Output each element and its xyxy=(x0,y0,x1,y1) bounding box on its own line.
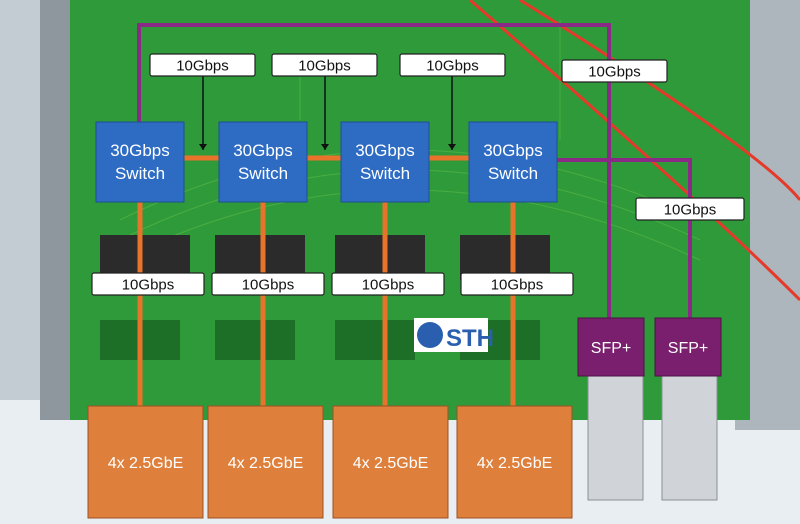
top-link-label-2-bg xyxy=(399,53,506,77)
top-link-label-0-bg xyxy=(149,53,256,77)
bottom-link-label-2-text: 10Gbps xyxy=(362,277,415,294)
labels-layer: 10Gbps 10Gbps 10Gbps 10Gbps 10Gbps 10Gbps 10Gb… xyxy=(91,53,745,296)
switch-box-1 xyxy=(218,121,308,203)
sfp-cages xyxy=(587,369,718,501)
top-link-label-3-text: 10Gbps xyxy=(588,64,641,81)
bottom-link-label-2-bg xyxy=(331,272,445,296)
port-label-2: 4x 2.5GbE xyxy=(353,455,429,472)
side-link-label-text: 10Gbps xyxy=(664,202,717,219)
switch-label-line2-1: Switch xyxy=(238,164,288,183)
bottom-link-label-0-bg xyxy=(91,272,205,296)
switch-label-line2-0: Switch xyxy=(115,164,165,183)
arrow-head-0 xyxy=(199,144,207,150)
link-uplink-sfp-1 xyxy=(557,158,692,318)
port-label-1: 4x 2.5GbE xyxy=(228,455,304,472)
top-link-label-0-text: 10Gbps xyxy=(176,58,229,75)
switch-label-line1-2: 30Gbps xyxy=(355,141,415,160)
port-box-3 xyxy=(456,405,573,519)
top-link-label-1-bg xyxy=(271,53,378,77)
switch-label-line1-3: 30Gbps xyxy=(483,141,543,160)
bottom-link-label-3-bg xyxy=(460,272,574,296)
red-cables xyxy=(469,0,800,302)
port-label-3: 4x 2.5GbE xyxy=(477,455,553,472)
port-label-0: 4x 2.5GbE xyxy=(108,455,184,472)
switch-box-0 xyxy=(95,121,185,203)
arrow-head-1 xyxy=(321,144,329,150)
sfp-label-0: SFP+ xyxy=(591,340,631,357)
switch-box-3 xyxy=(468,121,558,203)
bottom-link-label-0-text: 10Gbps xyxy=(122,277,175,294)
top-link-label-2-text: 10Gbps xyxy=(426,58,479,75)
links-layer xyxy=(137,23,692,406)
top-link-label-3-bg xyxy=(561,59,668,83)
switch-label-line2-2: Switch xyxy=(360,164,410,183)
arrow-head-2 xyxy=(448,144,456,150)
switch-box-2 xyxy=(340,121,430,203)
port-box-0 xyxy=(87,405,204,519)
sfp-box-1 xyxy=(654,317,722,377)
bottom-link-label-1-text: 10Gbps xyxy=(242,277,295,294)
sfp-box-0 xyxy=(577,317,645,377)
sfp-label-1: SFP+ xyxy=(668,340,708,357)
switch-label-line1-1: 30Gbps xyxy=(233,141,293,160)
bottom-link-label-1-bg xyxy=(211,272,325,296)
side-link-label-bg xyxy=(635,197,745,221)
logo-icon xyxy=(417,322,443,348)
port-box-1 xyxy=(207,405,324,519)
port-box-2 xyxy=(332,405,449,519)
switch-label-line1-0: 30Gbps xyxy=(110,141,170,160)
logo-text: STH xyxy=(446,325,494,352)
switch-label-line2-3: Switch xyxy=(488,164,538,183)
sth-logo: STH xyxy=(414,318,494,352)
top-link-label-1-text: 10Gbps xyxy=(298,58,351,75)
bottom-link-label-3-text: 10Gbps xyxy=(491,277,544,294)
link-uplink-sfp-0 xyxy=(137,23,611,318)
